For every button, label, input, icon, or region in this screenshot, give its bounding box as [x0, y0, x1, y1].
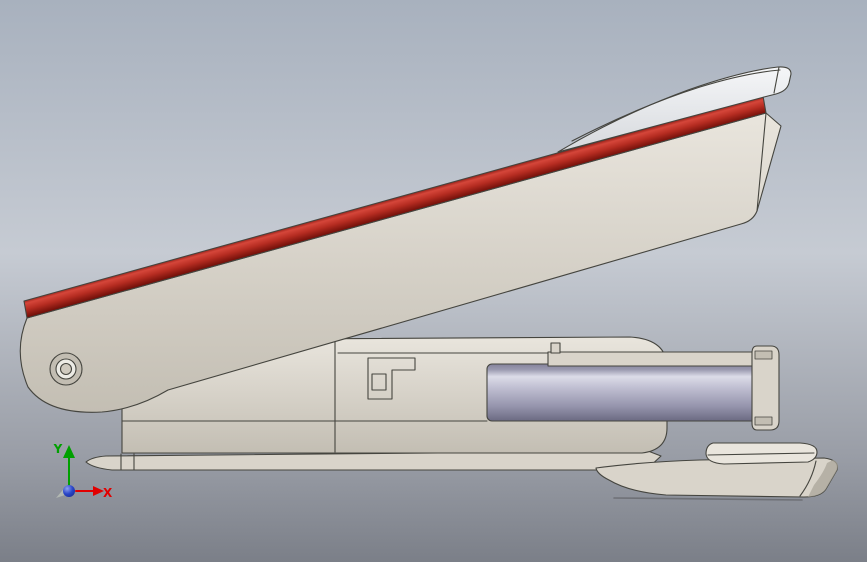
rear-foot-edge-line [799, 460, 817, 497]
cap-edge-line [571, 69, 781, 142]
axis-z-sphere-icon[interactable] [63, 485, 75, 497]
top-arm-cap[interactable] [557, 66, 792, 153]
stapler-rear-foot[interactable] [595, 457, 839, 498]
cap-end-line [773, 66, 780, 94]
rear-foot-side-face [808, 460, 838, 497]
bracket-bottom-notch [754, 416, 773, 426]
staple-rail-cylinder[interactable] [486, 363, 758, 422]
rail-end-bracket[interactable] [751, 345, 780, 431]
axis-y-label: Y [53, 442, 63, 456]
axis-x-arrow-icon[interactable] [93, 486, 104, 496]
staple-rail-group[interactable] [486, 342, 780, 431]
pusher-detail-outline [367, 357, 416, 400]
axis-x-label: X [103, 486, 113, 500]
orientation-triad[interactable]: Y X [53, 442, 113, 500]
stapler-base-group[interactable] [85, 442, 839, 501]
pusher-detail-window [371, 373, 387, 391]
stapler-base-strip[interactable] [85, 450, 662, 471]
bracket-top-notch [754, 350, 773, 360]
base-pad-edge-line [707, 452, 815, 456]
rail-top-strip[interactable] [547, 351, 758, 367]
stapler-model[interactable] [19, 66, 839, 501]
top-arm-group[interactable] [19, 66, 792, 413]
arm-right-edge-line [756, 112, 767, 212]
foot-drop-shadow [613, 497, 803, 501]
axis-y-arrow-icon[interactable] [63, 445, 75, 458]
top-arm-red-stripe[interactable] [23, 95, 767, 319]
stapler-top-arm[interactable] [19, 112, 782, 413]
hinge-pin-center [59, 362, 73, 376]
rail-tab[interactable] [550, 342, 561, 354]
